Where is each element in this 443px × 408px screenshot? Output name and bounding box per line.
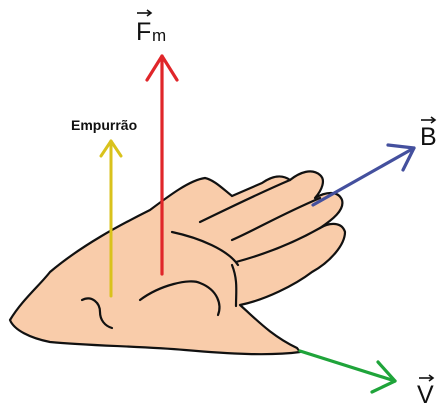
push-label: Empurrão [71, 117, 137, 133]
field-label: B [420, 117, 437, 151]
force-label: F m [136, 10, 166, 46]
hand [10, 171, 345, 354]
force-subscript: m [152, 26, 166, 45]
field-arrow [313, 145, 414, 205]
force-letter: F [136, 18, 151, 46]
velocity-letter: V [417, 381, 434, 408]
field-letter: B [420, 123, 437, 151]
hand-shape [10, 171, 345, 354]
velocity-label: V [417, 375, 434, 408]
velocity-arrow [300, 351, 395, 392]
